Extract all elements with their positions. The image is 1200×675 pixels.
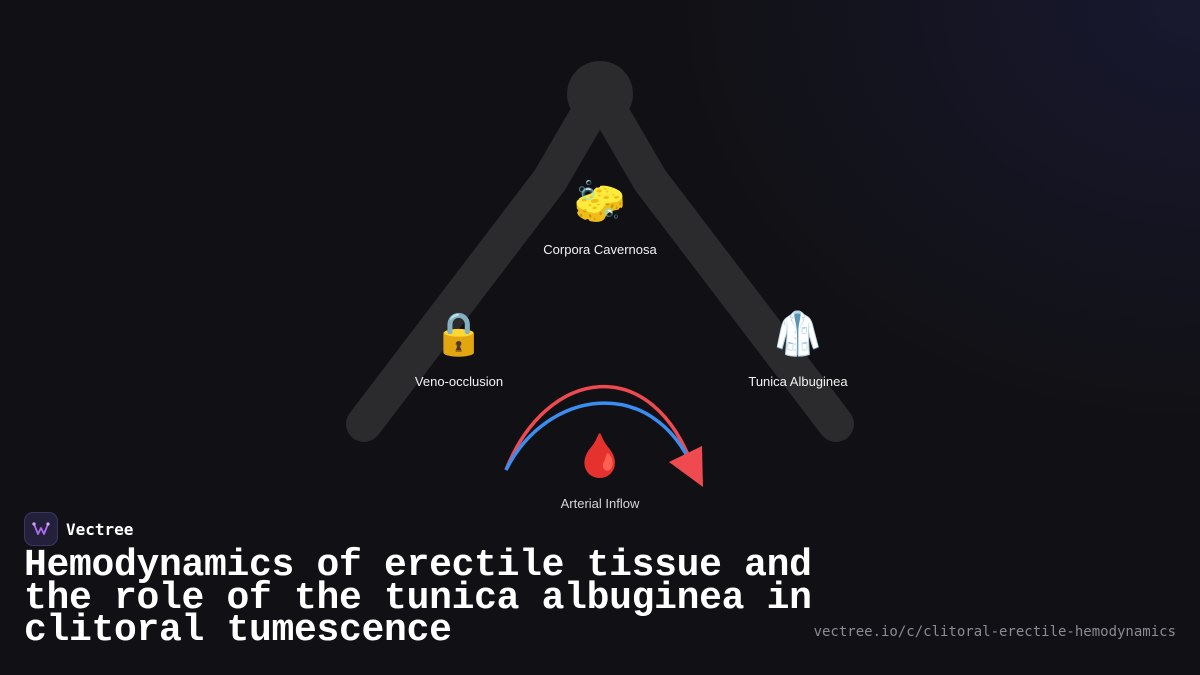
page-title: Hemodynamics of erectile tissue and the …	[24, 544, 812, 652]
flow-arrowhead	[669, 446, 703, 487]
sponge-icon: 🧽	[573, 178, 627, 225]
vectree-logo-icon	[24, 512, 58, 546]
node-label-arterial-inflow: Arterial Inflow	[560, 496, 640, 511]
node-label-corpora-cavernosa: Corpora Cavernosa	[543, 242, 657, 257]
brand[interactable]: Vectree	[24, 512, 133, 546]
node-label-veno-occlusion: Veno-occlusion	[414, 374, 504, 389]
red-flow-arc	[504, 384, 696, 471]
brand-name: Vectree	[66, 519, 134, 539]
blood-drop-icon: 🩸	[573, 432, 627, 479]
source-url[interactable]: vectree.io/c/clitoral-erectile-hemodynam…	[813, 624, 1176, 640]
node-label-tunica-albuginea: Tunica Albuginea	[748, 374, 848, 389]
root-node	[567, 61, 633, 127]
coat-icon: 🥼	[771, 310, 825, 357]
blue-flow-arc	[504, 401, 696, 471]
branch-right	[582, 76, 854, 442]
lock-icon: 🔒	[432, 310, 486, 357]
branch-left	[346, 76, 618, 442]
